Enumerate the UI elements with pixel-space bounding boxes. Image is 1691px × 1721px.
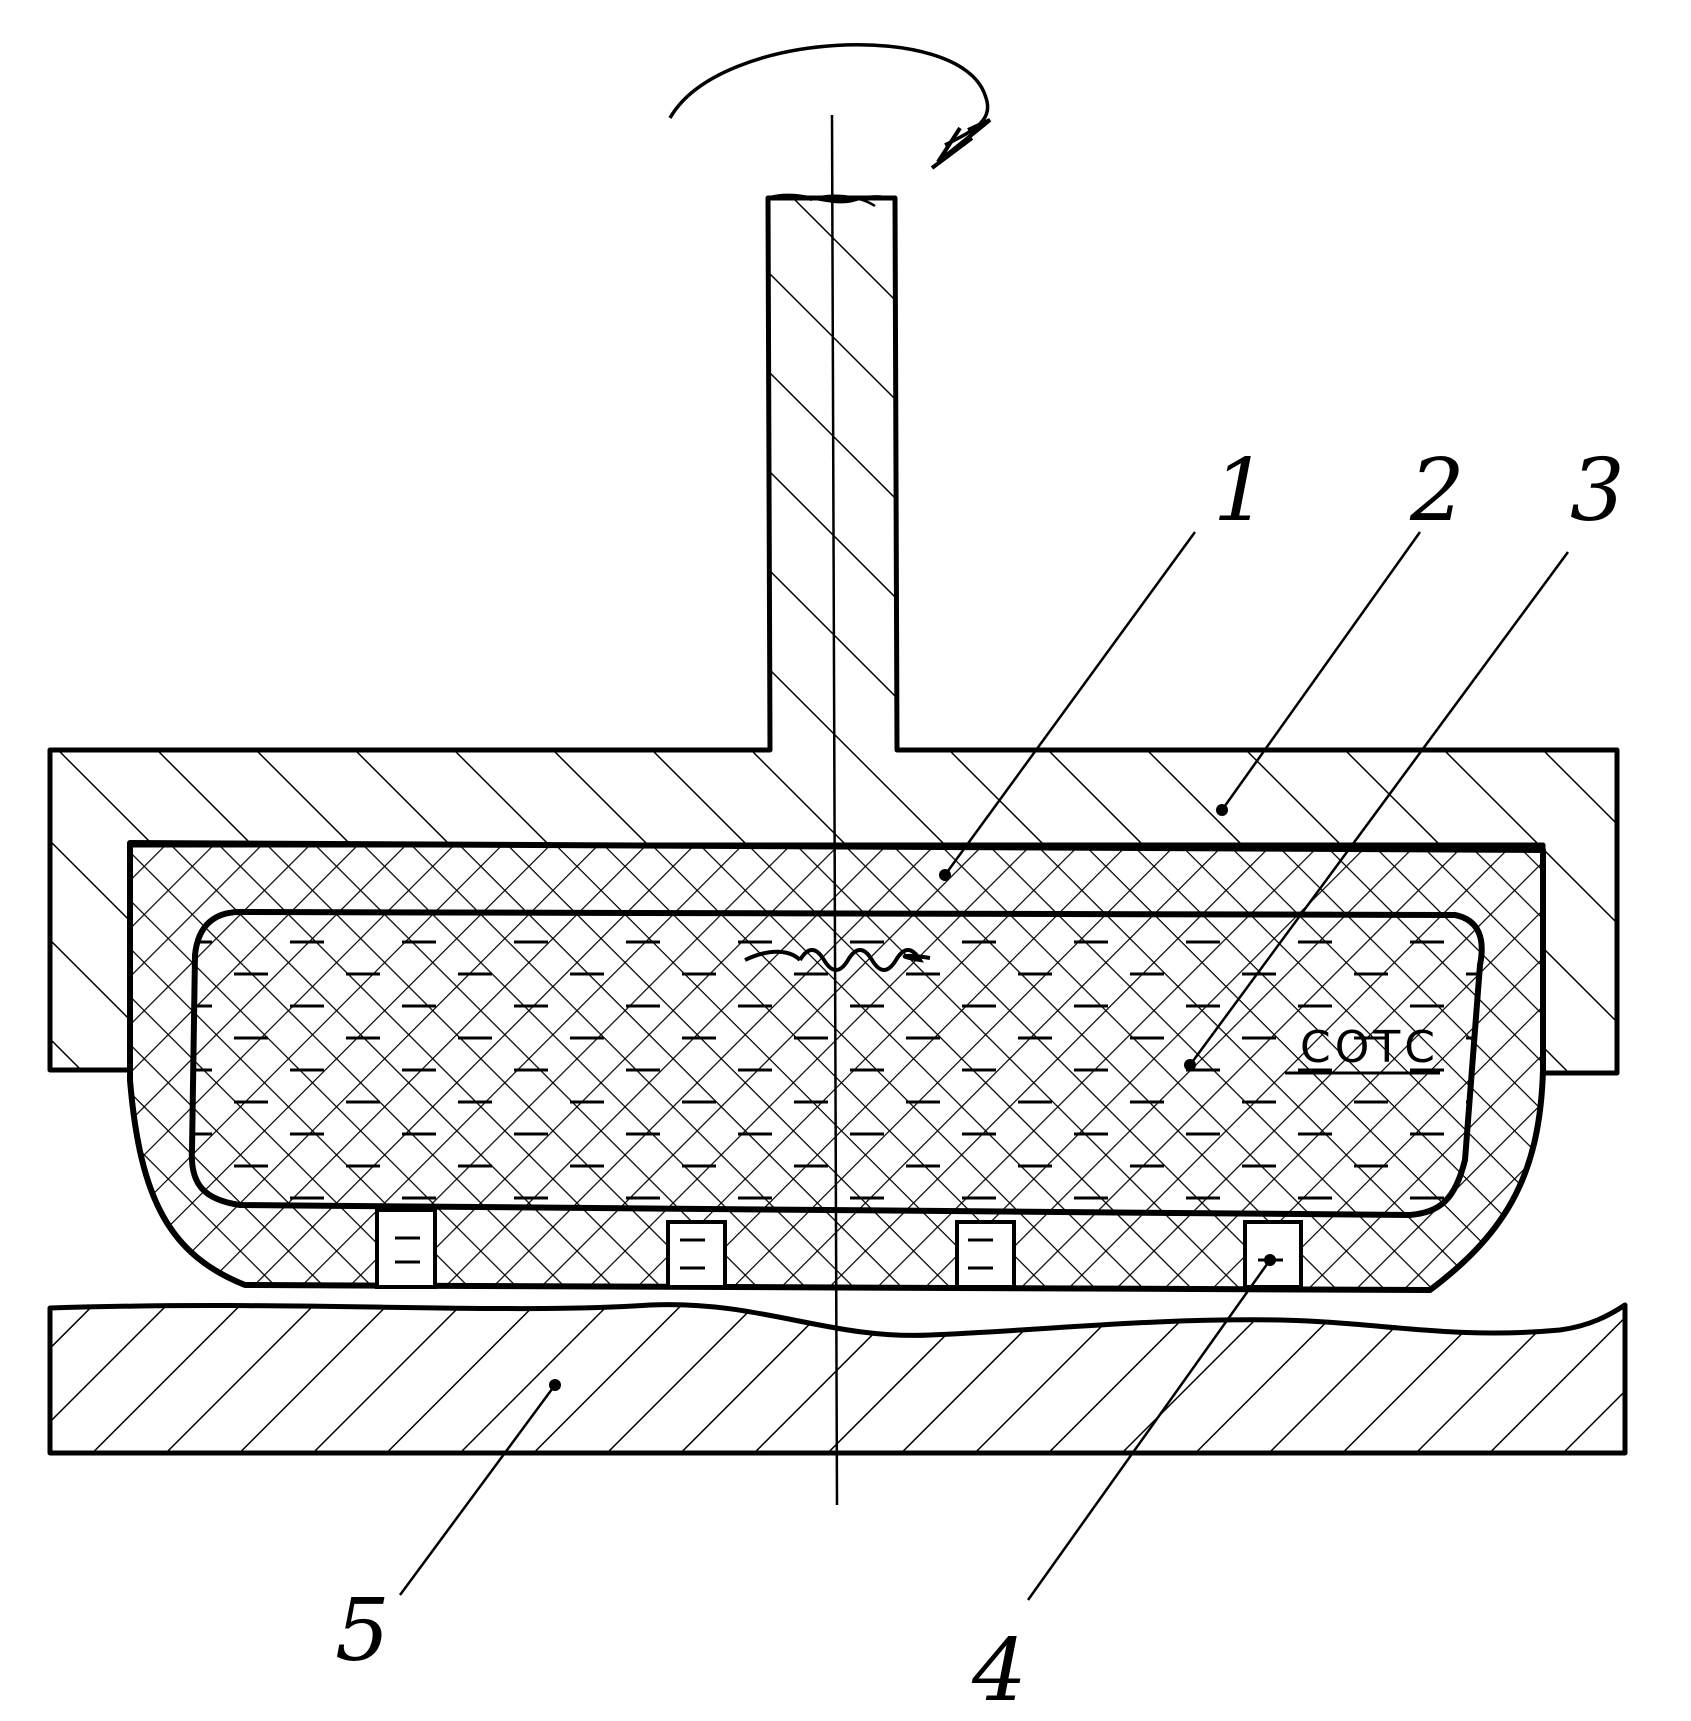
callout-label-5: 5 (335, 1581, 390, 1681)
callout-label-4: 4 (971, 1621, 1027, 1721)
callout-label-2: 2 (1409, 441, 1465, 541)
callout-label-1: 1 (1213, 441, 1268, 541)
callout-label-3: 3 (1570, 441, 1625, 541)
liquid-label: СОТС (1300, 1022, 1439, 1073)
rotation-arrow (670, 45, 990, 168)
